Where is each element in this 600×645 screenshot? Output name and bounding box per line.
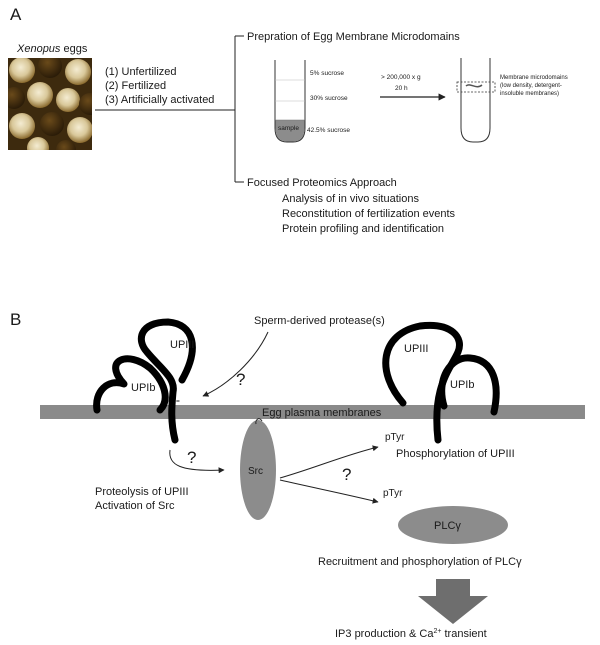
ptyr-plc-label: pTyr	[383, 488, 403, 499]
proteolysis-question: ?	[187, 448, 196, 467]
cascade-down-arrow	[418, 579, 488, 624]
protease-label: Sperm-derived protease(s)	[254, 315, 385, 327]
proteolysis-arrow	[169, 449, 225, 474]
ptyr-upiii-label: pTyr	[385, 432, 405, 443]
microdomain-line-3: insoluble membranes)	[500, 91, 559, 97]
upib-right-protein	[438, 354, 500, 416]
panel-b-label: B	[10, 310, 21, 329]
upib-left-protein	[93, 355, 169, 414]
upiii-right-label: UPIII	[404, 343, 428, 355]
egg-plasma-membrane	[40, 405, 585, 419]
centrifuge-speed: > 200,000 x g	[381, 74, 421, 81]
protease-arrow	[202, 331, 269, 397]
proteomics-item-3: Protein profiling and identification	[282, 223, 444, 235]
protease-question: ?	[236, 370, 245, 389]
plc-label: PLCγ	[434, 520, 461, 532]
upib-left-label: UPIb	[131, 382, 155, 394]
src-label: Src	[248, 466, 263, 477]
microdomain-line-2: (low density, detergent-	[500, 83, 562, 89]
proteomics-item-2: Reconstitution of fertilization events	[282, 208, 456, 220]
sucrose-gradient-tube: sample	[274, 60, 306, 143]
microdomain-box	[456, 81, 496, 93]
proteomics-title: Focused Proteomics Approach	[247, 177, 397, 189]
condition-3: (3) Artificially activated	[105, 94, 214, 106]
membrane-label: Egg plasma membranes	[262, 407, 382, 419]
proteolysis-line-2: Activation of Src	[95, 500, 175, 512]
cleavage-mark: =	[176, 398, 180, 405]
layer-mid-label: 30% sucrose	[310, 95, 348, 102]
layer-top-label: 5% sucrose	[310, 70, 344, 77]
upib-right-label: UPIb	[450, 379, 474, 391]
xenopus-eggs-photo	[8, 58, 92, 150]
proteomics-item-1: Analysis of in vivo situations	[282, 193, 419, 205]
upiii-left-label: UPIII	[170, 339, 194, 351]
eggs-title: Xenopus eggs	[16, 43, 88, 55]
centrifuge-time: 20 h	[395, 85, 408, 92]
src-kinase	[240, 420, 276, 520]
src-membrane-link	[255, 418, 263, 425]
layer-bottom-label: 42.5% sucrose	[307, 127, 350, 134]
condition-1: (1) Unfertilized	[105, 66, 177, 78]
upiii-left-protein	[137, 318, 196, 444]
sample-label: sample	[278, 125, 299, 132]
src-question: ?	[342, 465, 351, 484]
src-to-upiii-arrow	[279, 445, 379, 479]
microdomain-line-1: Membrane microdomains	[500, 75, 568, 81]
panel-a-label: A	[10, 5, 22, 24]
result-tube	[456, 58, 496, 143]
condition-2: (2) Fertilized	[105, 80, 166, 92]
panel-a-connector	[95, 35, 244, 183]
recruitment-label: Recruitment and phosphorylation of PLCγ	[318, 556, 522, 568]
proteolysis-line-1: Proteolysis of UPIII	[95, 486, 189, 498]
plc-gamma	[398, 506, 508, 544]
phos-upiii-label: Phosphorylation of UPIII	[396, 448, 515, 460]
prep-title: Prepration of Egg Membrane Microdomains	[247, 31, 460, 43]
ip3-result: IP3 production & Ca2+ transient	[335, 628, 487, 640]
src-to-plc-arrow	[279, 479, 379, 504]
